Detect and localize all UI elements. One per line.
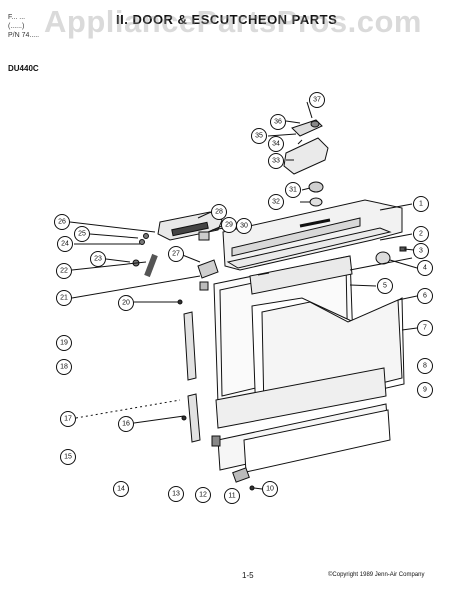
svg-text:5: 5 [383, 283, 387, 290]
callout-33: 33 [268, 153, 284, 169]
svg-text:27: 27 [172, 251, 180, 258]
callout-8: 8 [417, 358, 433, 374]
svg-text:29: 29 [225, 222, 233, 229]
kick-panel-upper [215, 367, 387, 429]
callout-34: 34 [268, 136, 284, 152]
callout-5: 5 [377, 278, 393, 294]
latch-block [198, 231, 210, 241]
header-line-1: F... ... [8, 14, 26, 21]
callout-3: 3 [413, 243, 429, 259]
insulation-pad [249, 255, 353, 295]
svg-text:21: 21 [60, 295, 68, 302]
callout-1: 1 [413, 196, 429, 212]
svg-text:18: 18 [60, 364, 68, 371]
callout-27: 27 [168, 246, 184, 262]
svg-text:3: 3 [419, 248, 423, 255]
callout-14: 14 [113, 481, 129, 497]
svg-text:26: 26 [58, 219, 66, 226]
callout-18: 18 [56, 359, 72, 375]
svg-text:16: 16 [122, 421, 130, 428]
callout-35: 35 [251, 128, 267, 144]
svg-text:35: 35 [255, 133, 263, 140]
callout-29: 29 [221, 217, 237, 233]
callout-10: 10 [262, 481, 278, 497]
callout-2: 2 [413, 226, 429, 242]
svg-text:34: 34 [272, 141, 280, 148]
svg-text:8: 8 [423, 363, 427, 370]
callout-25: 25 [74, 226, 90, 242]
callout-28: 28 [211, 204, 227, 220]
page-title: II. DOOR & ESCUTCHEON PARTS [116, 12, 338, 27]
svg-text:12: 12 [199, 492, 207, 499]
side-strip-left [183, 311, 197, 381]
lens [309, 197, 323, 207]
callout-17: 17 [60, 411, 76, 427]
callout-21: 21 [56, 290, 72, 306]
svg-text:32: 32 [272, 199, 280, 206]
callout-36: 36 [270, 114, 286, 130]
svg-text:15: 15 [64, 454, 72, 461]
dispenser-cover [283, 137, 329, 175]
callout-7: 7 [417, 320, 433, 336]
part-number: P/N 74..... [8, 32, 40, 39]
svg-text:14: 14 [117, 486, 125, 493]
svg-text:17: 17 [64, 416, 72, 423]
callout-24: 24 [57, 236, 73, 252]
callout-37: 37 [309, 92, 325, 108]
callout-23: 23 [90, 251, 106, 267]
svg-text:2: 2 [419, 231, 423, 238]
svg-text:1: 1 [419, 201, 423, 208]
svg-text:22: 22 [60, 268, 68, 275]
callout-31: 31 [285, 182, 301, 198]
callout-12: 12 [195, 487, 211, 503]
hinge-block [197, 259, 219, 279]
callout-32: 32 [268, 194, 284, 210]
model-number: DU440C [8, 64, 39, 73]
svg-text:9: 9 [423, 387, 427, 394]
svg-text:31: 31 [289, 187, 297, 194]
callout-6: 6 [417, 288, 433, 304]
svg-text:19: 19 [60, 340, 68, 347]
callout-9: 9 [417, 382, 433, 398]
svg-text:23: 23 [94, 256, 102, 263]
header-line-2: (......) [8, 23, 25, 30]
svg-text:36: 36 [274, 119, 282, 126]
cap-screw [310, 120, 320, 128]
trim-strip [226, 227, 392, 269]
callout-30: 30 [236, 218, 252, 234]
svg-text:24: 24 [61, 241, 69, 248]
svg-text:30: 30 [240, 223, 248, 230]
callout-13: 13 [168, 486, 184, 502]
svg-text:25: 25 [78, 231, 86, 238]
svg-text:6: 6 [423, 293, 427, 300]
svg-text:10: 10 [266, 486, 274, 493]
svg-text:7: 7 [423, 325, 427, 332]
side-strip-lower [187, 393, 201, 443]
callout-11: 11 [224, 488, 240, 504]
callout-4: 4 [417, 260, 433, 276]
callout-20: 20 [118, 295, 134, 311]
callout-16: 16 [118, 416, 134, 432]
watermark: AppliancePartsPros.com [44, 4, 422, 39]
foot-block [232, 467, 250, 483]
svg-text:37: 37 [313, 97, 321, 104]
svg-text:4: 4 [423, 265, 427, 272]
copyright: ©Copyright 1989 Jenn-Air Company [328, 572, 425, 578]
svg-text:13: 13 [172, 491, 180, 498]
svg-text:11: 11 [228, 493, 235, 500]
page-number: 1-5 [242, 571, 254, 580]
callout-22: 22 [56, 263, 72, 279]
callout-26: 26 [54, 214, 70, 230]
svg-text:20: 20 [122, 300, 130, 307]
svg-text:33: 33 [272, 158, 280, 165]
handle-rod [144, 253, 158, 278]
button [308, 181, 324, 193]
callout-15: 15 [60, 449, 76, 465]
svg-text:28: 28 [215, 209, 223, 216]
callout-19: 19 [56, 335, 72, 351]
